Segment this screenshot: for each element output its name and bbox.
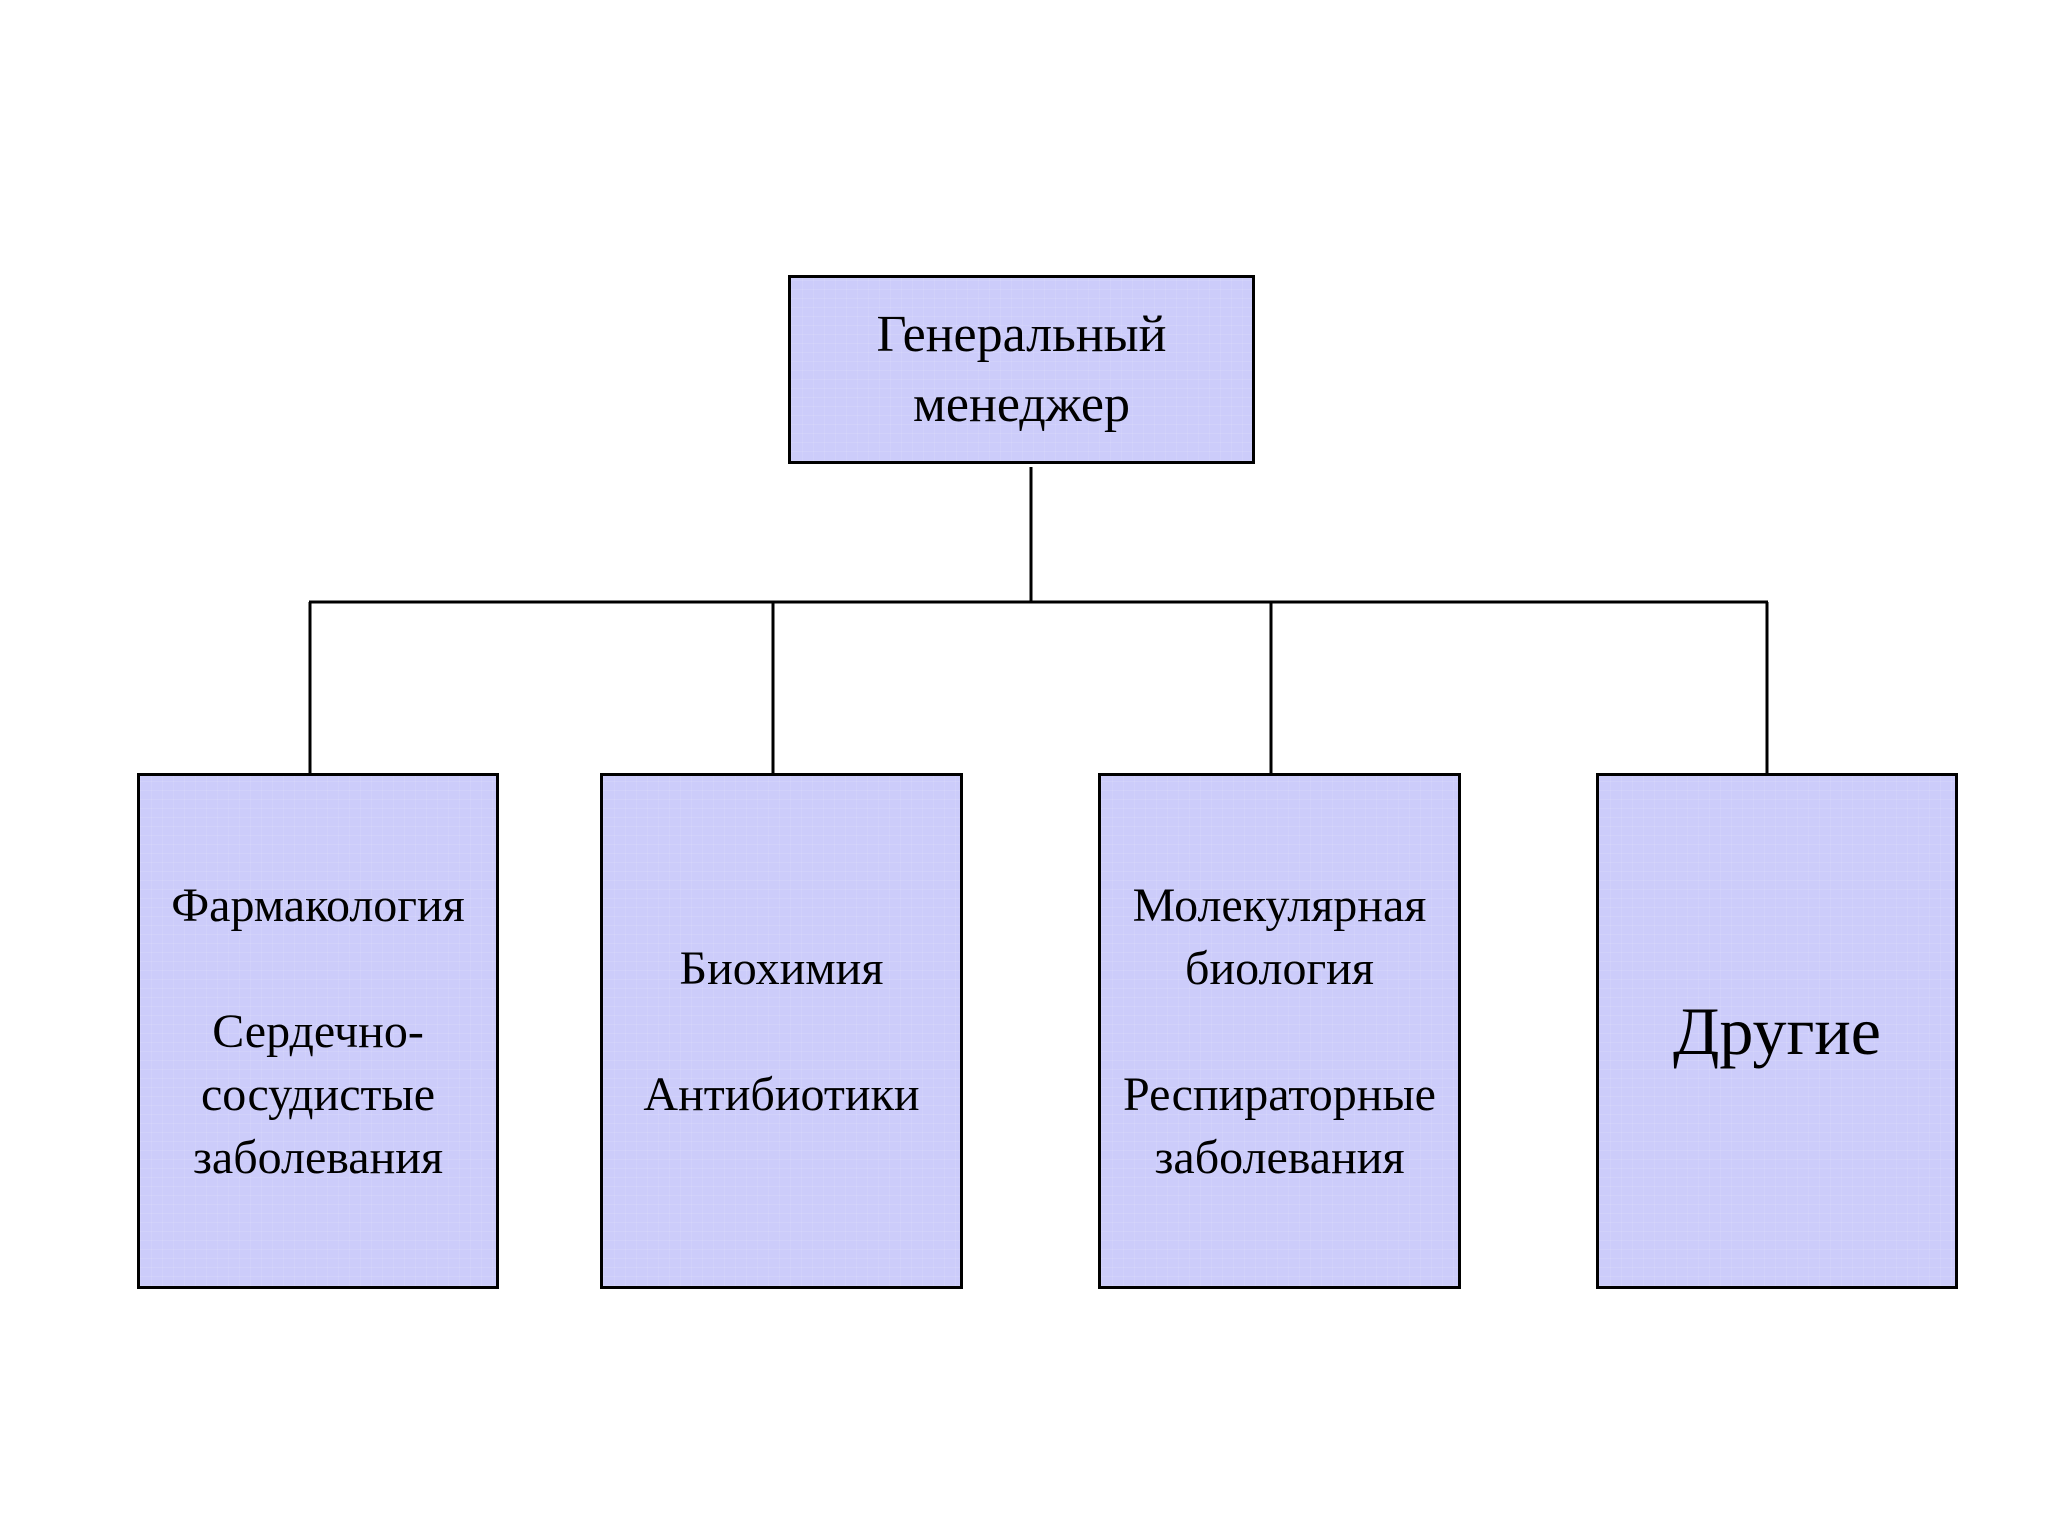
node-other-title: Другие	[1673, 993, 1881, 1069]
node-molecular-biology-title-line-2: биология	[1185, 941, 1374, 995]
node-pharmacology-title: Фармакология	[171, 878, 465, 932]
node-molecular-biology-topic-line-1: Респираторные	[1123, 1067, 1436, 1121]
node-molecular-biology: Молекулярная биология Респираторные забо…	[1098, 773, 1461, 1289]
node-general-manager-line-1: Генеральный	[876, 305, 1167, 363]
node-molecular-biology-topic-line-2: заболевания	[1154, 1130, 1405, 1184]
node-general-manager-line-2: менеджер	[913, 375, 1130, 433]
node-general-manager: Генеральный менеджер	[788, 275, 1255, 464]
node-biochemistry: Биохимия Антибиотики	[600, 773, 963, 1289]
node-pharmacology: Фармакология Сердечно- сосудистые заболе…	[137, 773, 499, 1289]
node-pharmacology-topic-line-1: Сердечно-	[212, 1004, 424, 1058]
node-other: Другие	[1596, 773, 1958, 1289]
node-biochemistry-title: Биохимия	[679, 941, 884, 995]
node-pharmacology-topic-line-2: сосудистые	[200, 1067, 436, 1121]
node-molecular-biology-title-line-1: Молекулярная	[1132, 878, 1427, 932]
node-pharmacology-topic-line-3: заболевания	[192, 1130, 444, 1184]
node-biochemistry-topic: Антибиотики	[643, 1067, 920, 1121]
